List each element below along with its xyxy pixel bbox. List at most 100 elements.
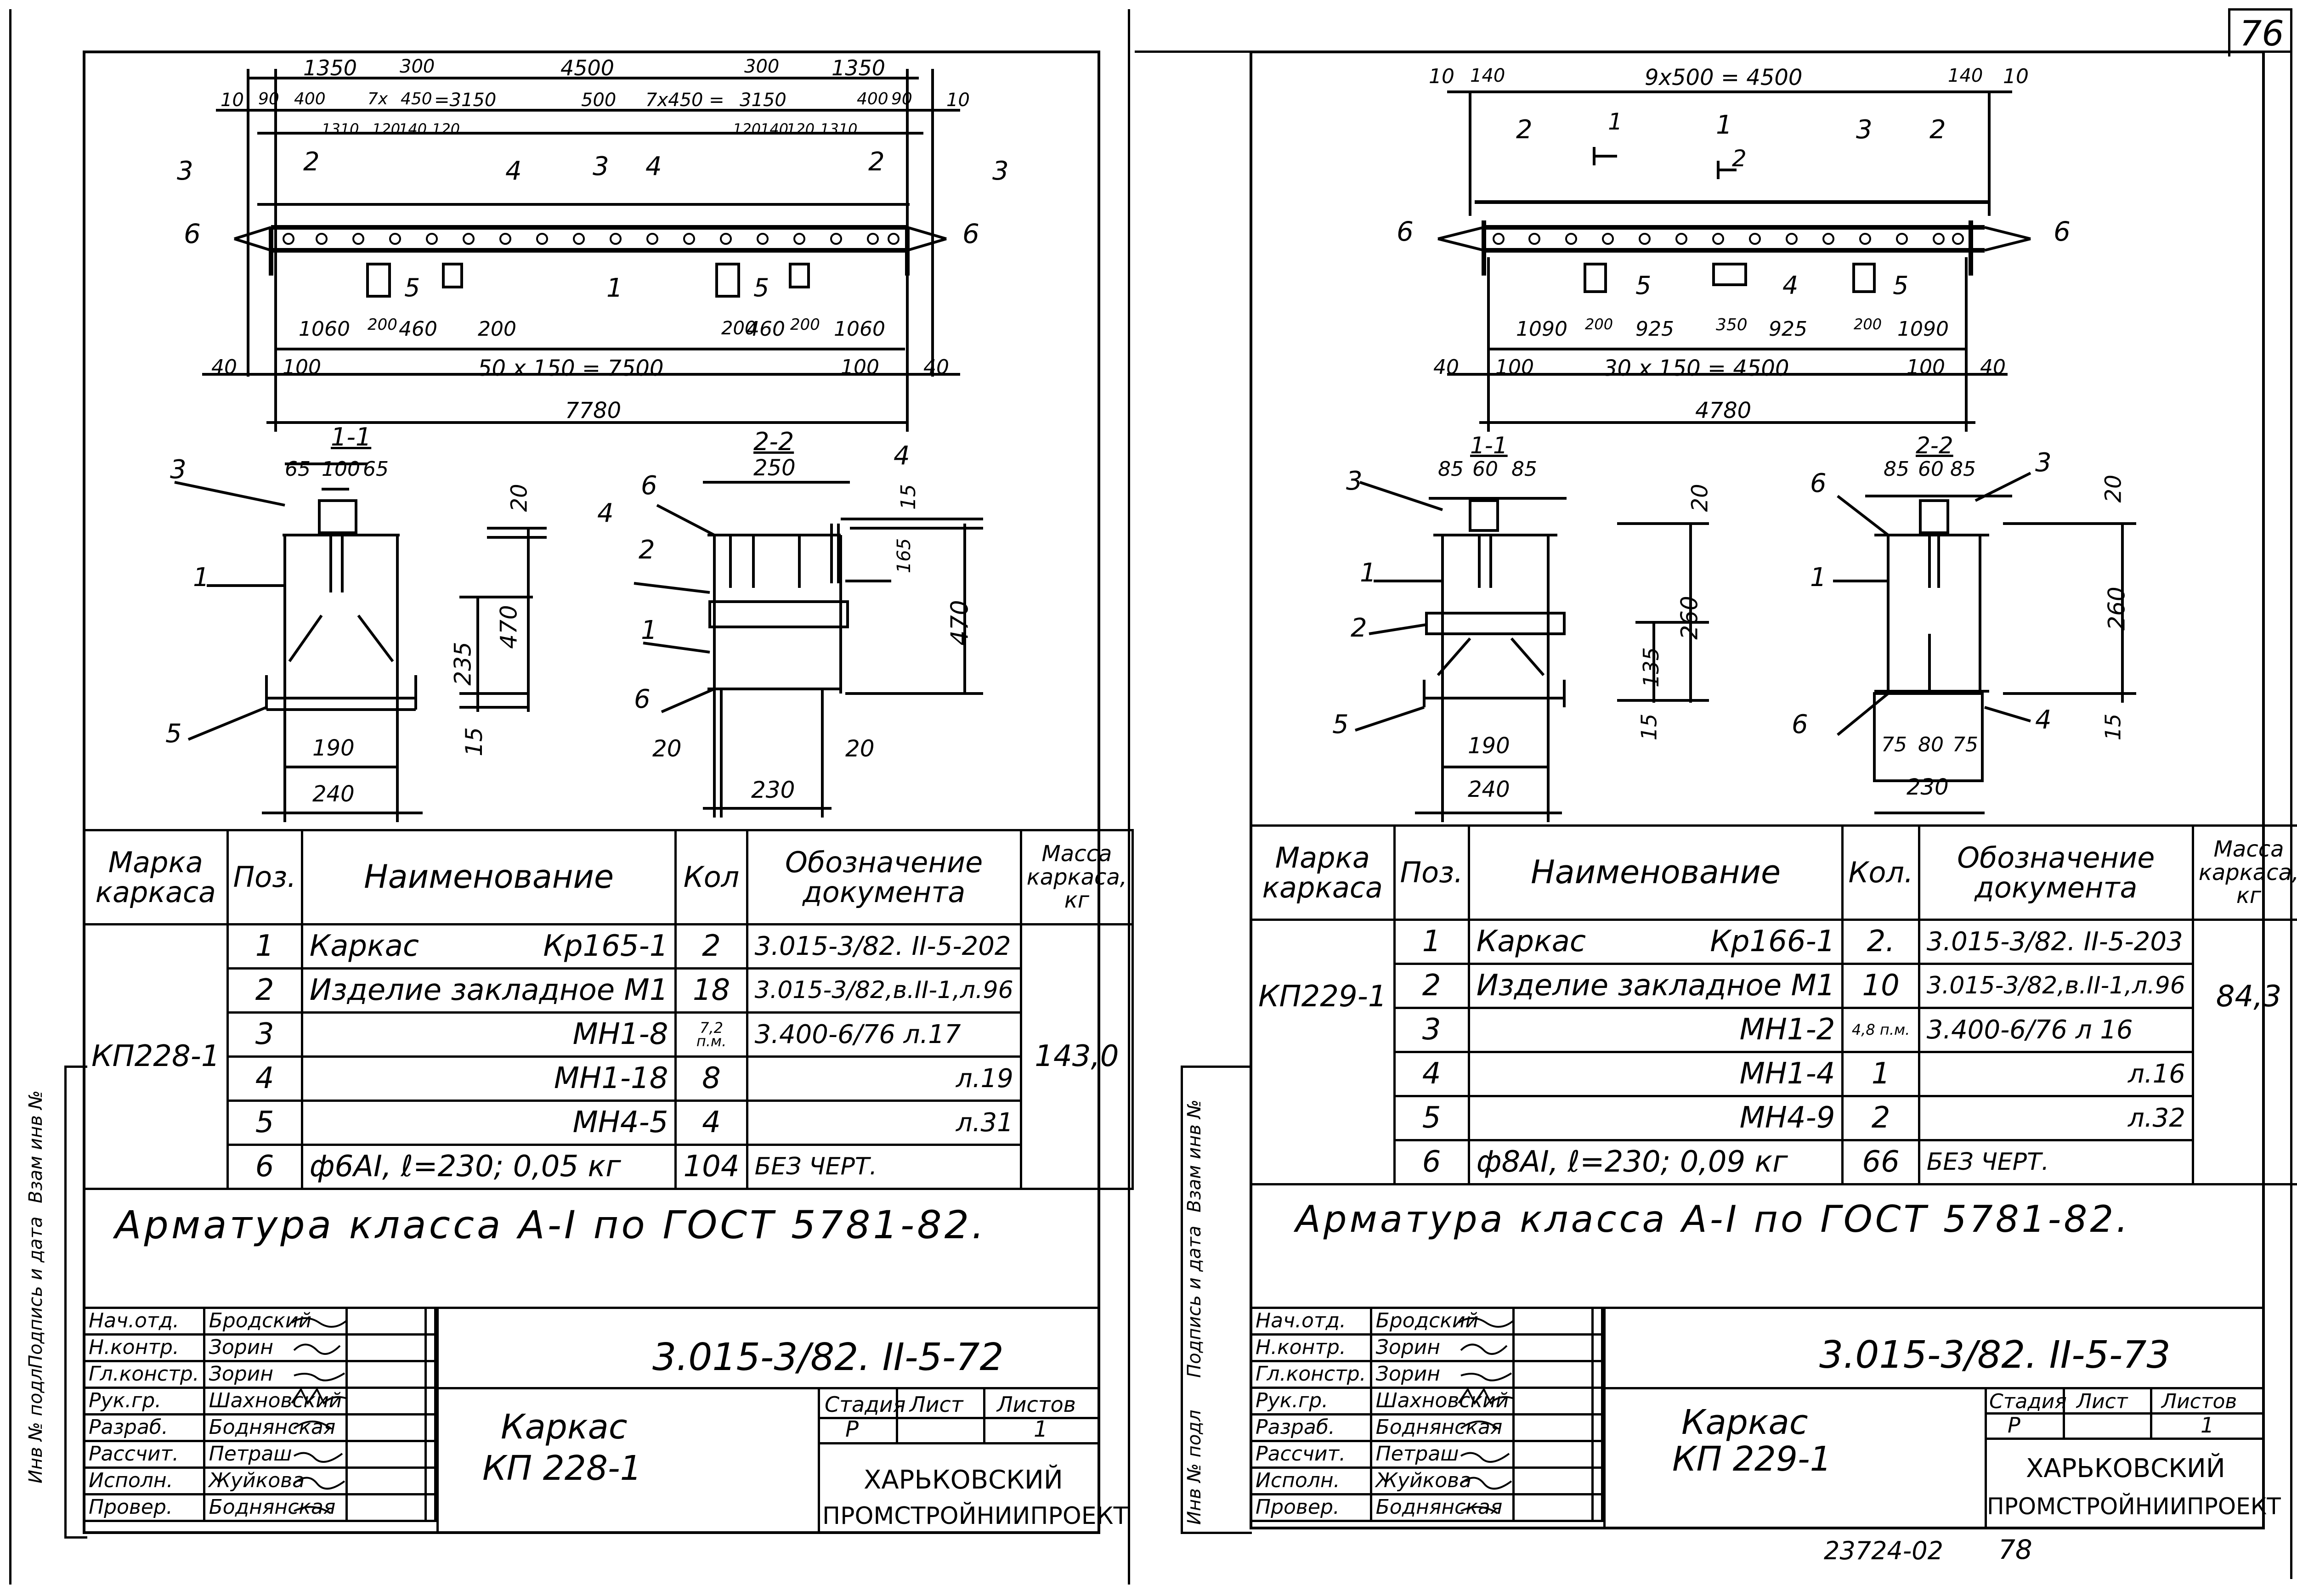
right-plan-bdim-350: 350 xyxy=(1716,316,1748,334)
left-row1-qty: 2 xyxy=(674,923,748,970)
right-stamp-sign-6 xyxy=(1512,1466,1594,1495)
right-callout-5a: 5 xyxy=(1635,271,1652,300)
right-stamp-sign-4 xyxy=(1512,1413,1594,1442)
right-row2-pos: 2 xyxy=(1393,963,1470,1009)
left-plan-bdim-200c: 200 xyxy=(721,318,757,339)
right-sec2-dim-75a: 75 xyxy=(1881,733,1907,756)
right-sec2-dim-80: 80 xyxy=(1918,733,1944,756)
right-callout-2a: 2 xyxy=(1516,115,1533,145)
right-stamp-date-7 xyxy=(1591,1493,1603,1522)
left-stamp-name-5: Петраш xyxy=(203,1440,348,1469)
right-row5-qty: 2 xyxy=(1841,1095,1920,1141)
left-plan-dim-7x450: 7x450 = xyxy=(645,90,724,111)
right-stamp-sign-1 xyxy=(1512,1333,1594,1362)
left-plan-dim-120b: 120 xyxy=(432,120,460,138)
left-sec2-dim-20b: 20 xyxy=(845,735,875,762)
left-row5-name: МН4-5 xyxy=(300,1100,677,1146)
left-row5-doc: л.31 xyxy=(746,1100,1022,1146)
left-row4-qty: 8 xyxy=(674,1055,748,1102)
right-stage-row-line-2 xyxy=(1985,1438,2265,1440)
left-plan-total: 7780 xyxy=(565,398,622,423)
right-sec1-title: 1-1 xyxy=(1470,432,1508,459)
right-row6-name-a: ф8АI, ℓ=230; 0,09 кг xyxy=(1476,1145,1788,1179)
right-sec2-callout-6b: 6 xyxy=(1792,710,1808,739)
left-row5-qty: 4 xyxy=(674,1100,748,1146)
left-plan-dim-10a: 10 xyxy=(221,90,244,111)
right-th-name: Наименование xyxy=(1467,824,1844,921)
left-stamp-date-3 xyxy=(424,1387,436,1416)
left-sec1-dim-190: 190 xyxy=(312,735,355,761)
left-stamp-name-4: Боднянская xyxy=(203,1413,348,1442)
right-plan-dim-10b: 10 xyxy=(2003,65,2029,88)
right-plan-sp-main: 30 x 150 = 4500 xyxy=(1603,355,1789,381)
right-stamp-date-4 xyxy=(1591,1413,1603,1442)
left-sec2-callout-4b: 4 xyxy=(894,441,910,471)
right-row2-name: Изделие закладное М1 xyxy=(1467,963,1844,1009)
left-stamp-date-4 xyxy=(424,1413,436,1442)
right-sec1-callout-3: 3 xyxy=(1346,466,1363,496)
right-plan-bdim-1090a: 1090 xyxy=(1516,317,1567,341)
right-row3-pos: 3 xyxy=(1393,1007,1470,1053)
right-callout-2c: 2 xyxy=(1929,115,1946,145)
left-row4-name: МН1-18 xyxy=(300,1055,677,1102)
right-row1-doc: 3.015-3/82. II-5-203 xyxy=(1918,919,2194,965)
right-callout-1b: 1 xyxy=(1716,110,1732,140)
right-stamp-name-6: Жуйкова xyxy=(1369,1466,1515,1495)
left-note-divider xyxy=(83,1307,1100,1309)
left-row2-qty: 18 xyxy=(674,967,748,1014)
right-row5-doc: л.32 xyxy=(1918,1095,2194,1141)
right-stage-col-line-2 xyxy=(2150,1387,2152,1440)
left-row1-name-b: Кр165-1 xyxy=(543,929,668,964)
left-sec1-callout-5: 5 xyxy=(165,719,182,749)
left-stamp-role-6: Исполн. xyxy=(83,1466,205,1495)
left-stamp-sign-5 xyxy=(345,1440,427,1469)
left-stage-h-1: Лист xyxy=(910,1392,963,1417)
left-sec2-callout-2: 2 xyxy=(639,535,655,565)
right-th-pos: Поз. xyxy=(1393,824,1470,921)
left-row6-doc: БЕЗ ЧЕРТ. xyxy=(746,1144,1022,1190)
left-row2-name: Изделие закладное М1 xyxy=(300,967,677,1014)
right-margin-column xyxy=(1181,1066,1252,1534)
right-row1-name-b: Кр166-1 xyxy=(1710,925,1835,959)
left-callout-2a: 2 xyxy=(303,147,320,177)
right-th-mass: Масса каркаса, кг xyxy=(2191,824,2297,921)
left-outer-line xyxy=(9,9,11,1585)
right-stamp-date-0 xyxy=(1591,1307,1603,1336)
right-stamp-role-2: Гл.констр. xyxy=(1250,1360,1372,1389)
left-plan-dim-90b: 90 xyxy=(891,90,912,108)
right-stamp-date-3 xyxy=(1591,1387,1603,1416)
right-plan-sp-100b: 100 xyxy=(1907,355,1945,379)
right-row6-name: ф8АI, ℓ=230; 0,09 кг xyxy=(1467,1139,1844,1185)
right-plan-bdim-200b: 200 xyxy=(1854,316,1882,333)
right-row1-name-a: Каркас xyxy=(1476,925,1586,959)
right-row1-pos: 1 xyxy=(1393,919,1470,965)
left-plan-dim-10b: 10 xyxy=(946,90,970,111)
left-th-pos: Поз. xyxy=(226,829,303,925)
right-org-1: ХАРЬКОВСКИЙ xyxy=(2026,1454,2225,1483)
right-th-doc: Обозначение документа xyxy=(1918,824,2194,921)
right-row1-name: Каркас Кр166-1 xyxy=(1467,919,1844,965)
right-sec1-dim-60: 60 xyxy=(1472,457,1498,481)
left-stamp-role-2: Гл.констр. xyxy=(83,1360,205,1389)
right-sec1-callout-1: 1 xyxy=(1360,558,1376,588)
right-stamp-people: Нач.отд.Бродский Н.контр.Зорин Гл.констр… xyxy=(1250,1307,1603,1522)
left-plan-bdim-200b: 200 xyxy=(478,317,516,341)
right-stamp-right-box xyxy=(1603,1307,2267,1529)
left-plan-dim-140b: 140 xyxy=(760,120,789,138)
left-sec2-dim-250: 250 xyxy=(753,455,796,481)
archive-number: 23724-02 xyxy=(1824,1536,1943,1565)
right-stamp-date-2 xyxy=(1591,1360,1603,1389)
left-plan-dim-500: 500 xyxy=(581,90,617,111)
right-stamp-name-7: Боднянская xyxy=(1369,1493,1515,1522)
right-sec1-dim-85b: 85 xyxy=(1511,457,1537,481)
right-stamp-designation: 3.015-3/82. II-5-73 xyxy=(1819,1333,2171,1377)
left-row6-pos: 6 xyxy=(226,1144,303,1190)
right-plan-bdim-925b: 925 xyxy=(1769,317,1807,341)
left-plan-dim-90a: 90 xyxy=(258,90,279,108)
right-sec1-callout-2: 2 xyxy=(1351,613,1367,643)
right-row1-qty: 2. xyxy=(1841,919,1920,965)
bottom-page-number: 78 xyxy=(1998,1534,2032,1565)
left-stamp-date-7 xyxy=(424,1493,436,1522)
right-stage-col-line-1 xyxy=(2063,1387,2065,1440)
